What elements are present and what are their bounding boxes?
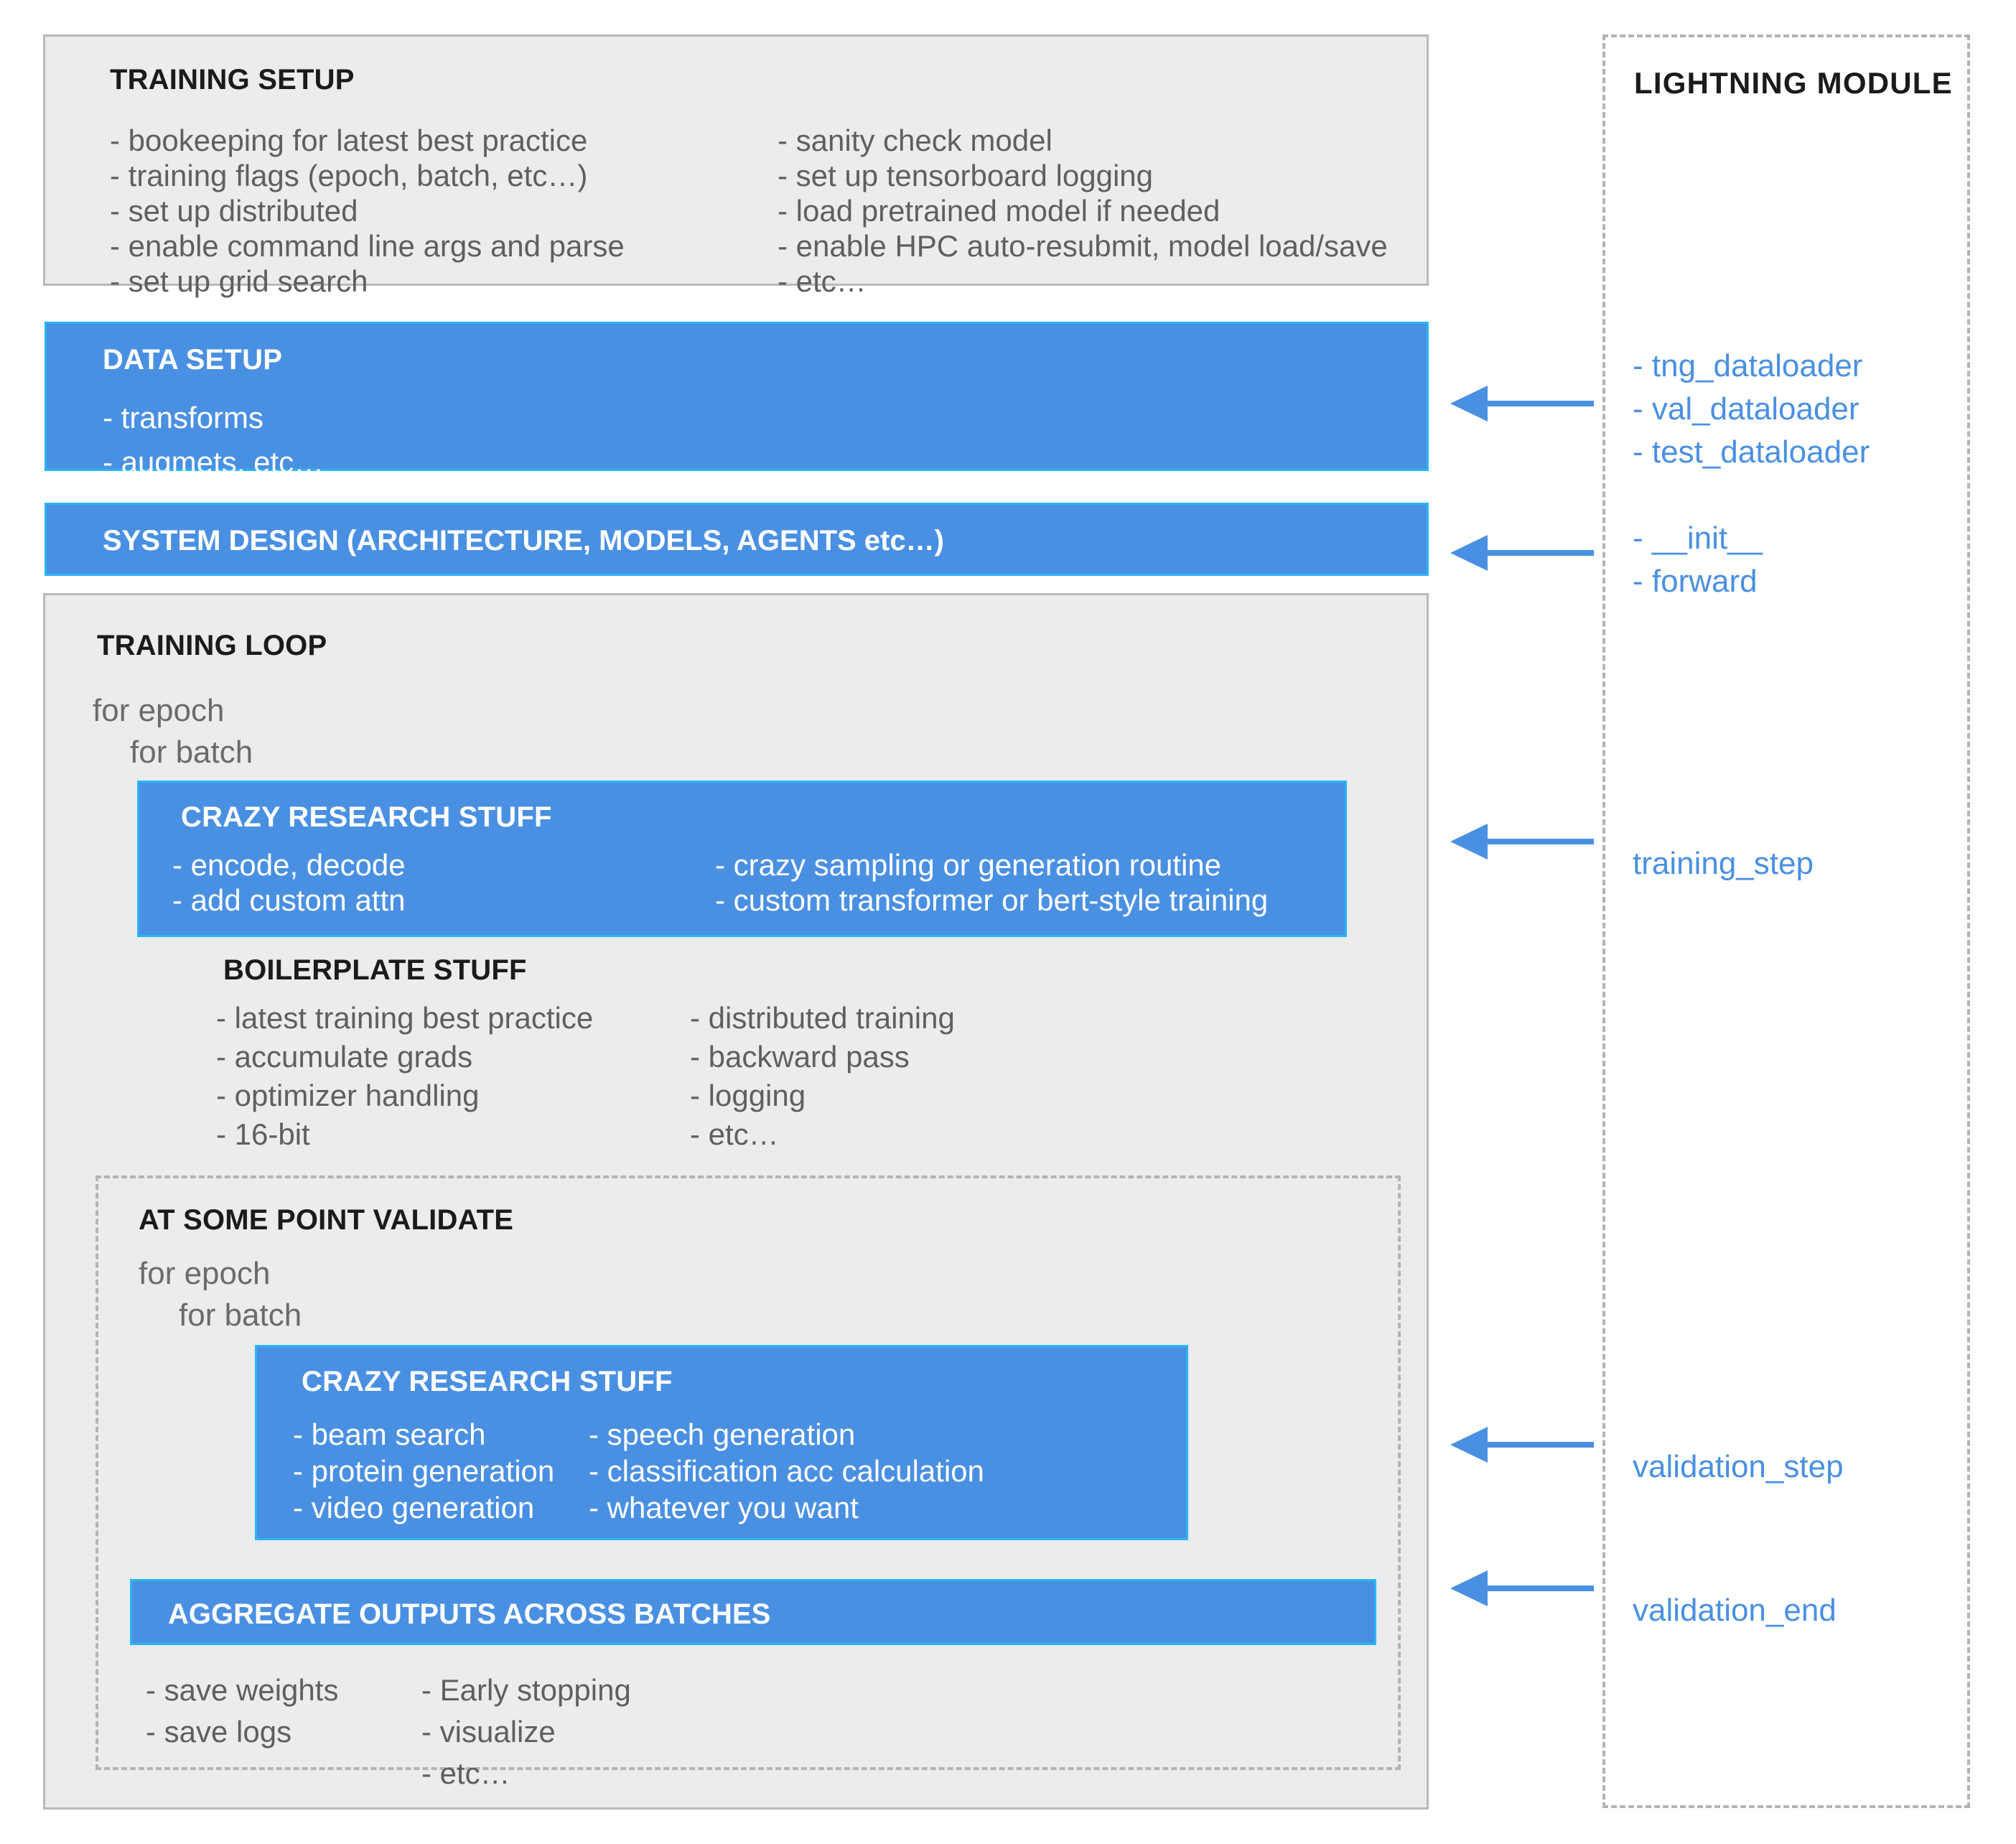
aggregate-outputs-panel: AGGREGATE OUTPUTS ACROSS BATCHES <box>130 1579 1376 1645</box>
list-item: - custom transformer or bert-style train… <box>715 883 1269 917</box>
list-item: - training flags (epoch, batch, etc…) <box>110 159 588 192</box>
list-item: - video generation <box>293 1491 535 1524</box>
list-item: - distributed training <box>690 1001 955 1035</box>
arrow-init-forward <box>1450 531 1594 574</box>
lightning-module-panel: LIGHTNING MODULE - tng_dataloader - val_… <box>1602 34 1970 1808</box>
validation-crazy-research-panel: CRAZY RESEARCH STUFF - beam search - pro… <box>255 1345 1188 1540</box>
list-item: - latest training best practice <box>216 1001 594 1035</box>
system-design-title: SYSTEM DESIGN (ARCHITECTURE, MODELS, AGE… <box>103 525 944 557</box>
list-item: - etc… <box>421 1756 510 1790</box>
boilerplate-left-list: - latest training best practice - accumu… <box>216 999 593 1154</box>
data-setup-list: - transforms - augmets, etc… <box>103 396 324 485</box>
crazy-research-right-list: - speech generation - classification acc… <box>589 1416 984 1526</box>
hook-validation-end: validation_end <box>1633 1593 1837 1628</box>
training-crazy-research-panel: CRAZY RESEARCH STUFF - encode, decode - … <box>137 781 1347 937</box>
list-item: - logging <box>690 1079 806 1112</box>
list-item: - tng_dataloader <box>1633 348 1863 383</box>
validate-loop-line-epoch: for epoch <box>139 1256 271 1291</box>
system-design-panel: SYSTEM DESIGN (ARCHITECTURE, MODELS, AGE… <box>45 503 1429 576</box>
list-item: - etc… <box>778 264 867 298</box>
list-item: - augmets, etc… <box>103 445 325 479</box>
arrow-training-step <box>1450 820 1594 863</box>
boilerplate-block: BOILERPLATE STUFF - latest training best… <box>137 954 1347 1151</box>
validate-outputs-right-list: - Early stopping - visualize - etc… <box>421 1670 631 1794</box>
list-item: - accumulate grads <box>216 1040 473 1074</box>
list-item: - sanity check model <box>778 124 1053 157</box>
loop-line-epoch: for epoch <box>93 693 225 728</box>
validate-loop-line-batch: for batch <box>179 1298 302 1333</box>
crazy-research-title: CRAZY RESEARCH STUFF <box>302 1366 673 1397</box>
aggregate-outputs-title: AGGREGATE OUTPUTS ACROSS BATCHES <box>168 1598 771 1630</box>
list-item: - backward pass <box>690 1040 910 1074</box>
training-setup-title: TRAINING SETUP <box>110 64 355 96</box>
data-setup-panel: DATA SETUP - transforms - augmets, etc… <box>45 322 1429 479</box>
training-setup-right-list: - sanity check model - set up tensorboar… <box>778 123 1388 299</box>
list-item: - optimizer handling <box>216 1079 480 1112</box>
list-item: - set up tensorboard logging <box>778 159 1154 192</box>
crazy-research-title: CRAZY RESEARCH STUFF <box>181 801 552 833</box>
list-item: - set up grid search <box>110 264 368 298</box>
list-item: - speech generation <box>589 1417 856 1451</box>
training-setup-panel: TRAINING SETUP - bookeeping for latest b… <box>43 34 1429 298</box>
list-item: - save weights <box>146 1673 339 1707</box>
loop-line-batch: for batch <box>130 735 253 770</box>
arrow-validation-step <box>1450 1423 1594 1466</box>
hook-training-step: training_step <box>1633 846 1814 881</box>
lightning-core-list: - __init__ - forward <box>1633 517 1763 603</box>
list-item: - val_dataloader <box>1633 391 1859 427</box>
boilerplate-right-list: - distributed training - backward pass -… <box>690 999 955 1154</box>
list-item: - beam search <box>293 1417 486 1451</box>
list-item: - whatever you want <box>589 1491 859 1524</box>
list-item: - add custom attn <box>172 883 406 917</box>
list-item: - protein generation <box>293 1454 555 1488</box>
list-item: - Early stopping <box>421 1673 631 1707</box>
validate-title: AT SOME POINT VALIDATE <box>139 1204 514 1236</box>
list-item: - save logs <box>146 1715 292 1748</box>
list-item: - encode, decode <box>172 848 406 882</box>
list-item: - bookeeping for latest best practice <box>110 124 588 157</box>
training-loop-panel: TRAINING LOOP for epoch for batch CRAZY … <box>43 593 1429 1810</box>
hook-validation-step: validation_step <box>1633 1449 1844 1484</box>
list-item: - forward <box>1633 564 1758 599</box>
lightning-module-title: LIGHTNING MODULE <box>1634 66 1953 100</box>
list-item: - transforms <box>103 401 264 434</box>
validate-outputs-left-list: - save weights - save logs <box>146 1670 338 1753</box>
list-item: - __init__ <box>1633 521 1763 556</box>
list-item: - 16-bit <box>216 1117 310 1151</box>
crazy-research-right-list: - crazy sampling or generation routine -… <box>715 847 1268 918</box>
list-item: - etc… <box>690 1117 779 1151</box>
lightning-dataloader-list: - tng_dataloader - val_dataloader - test… <box>1633 345 1870 474</box>
list-item: - load pretrained model if needed <box>778 194 1221 228</box>
list-item: - enable HPC auto-resubmit, model load/s… <box>778 229 1388 263</box>
training-loop-title: TRAINING LOOP <box>97 630 327 661</box>
validate-panel: AT SOME POINT VALIDATE for epoch for bat… <box>95 1175 1401 1790</box>
crazy-research-left-list: - encode, decode - add custom attn <box>172 847 406 918</box>
arrow-validation-end <box>1450 1567 1594 1610</box>
boilerplate-title: BOILERPLATE STUFF <box>223 954 527 986</box>
list-item: - classification acc calculation <box>589 1454 984 1488</box>
list-item: - enable command line args and parse <box>110 229 625 263</box>
list-item: - set up distributed <box>110 194 358 228</box>
arrow-dataloaders <box>1450 382 1594 425</box>
data-setup-title: DATA SETUP <box>103 344 283 376</box>
training-setup-left-list: - bookeeping for latest best practice - … <box>110 123 625 299</box>
list-item: - test_dataloader <box>1633 434 1870 470</box>
crazy-research-left-list: - beam search - protein generation - vid… <box>293 1416 554 1526</box>
list-item: - crazy sampling or generation routine <box>715 848 1222 882</box>
list-item: - visualize <box>421 1715 556 1748</box>
